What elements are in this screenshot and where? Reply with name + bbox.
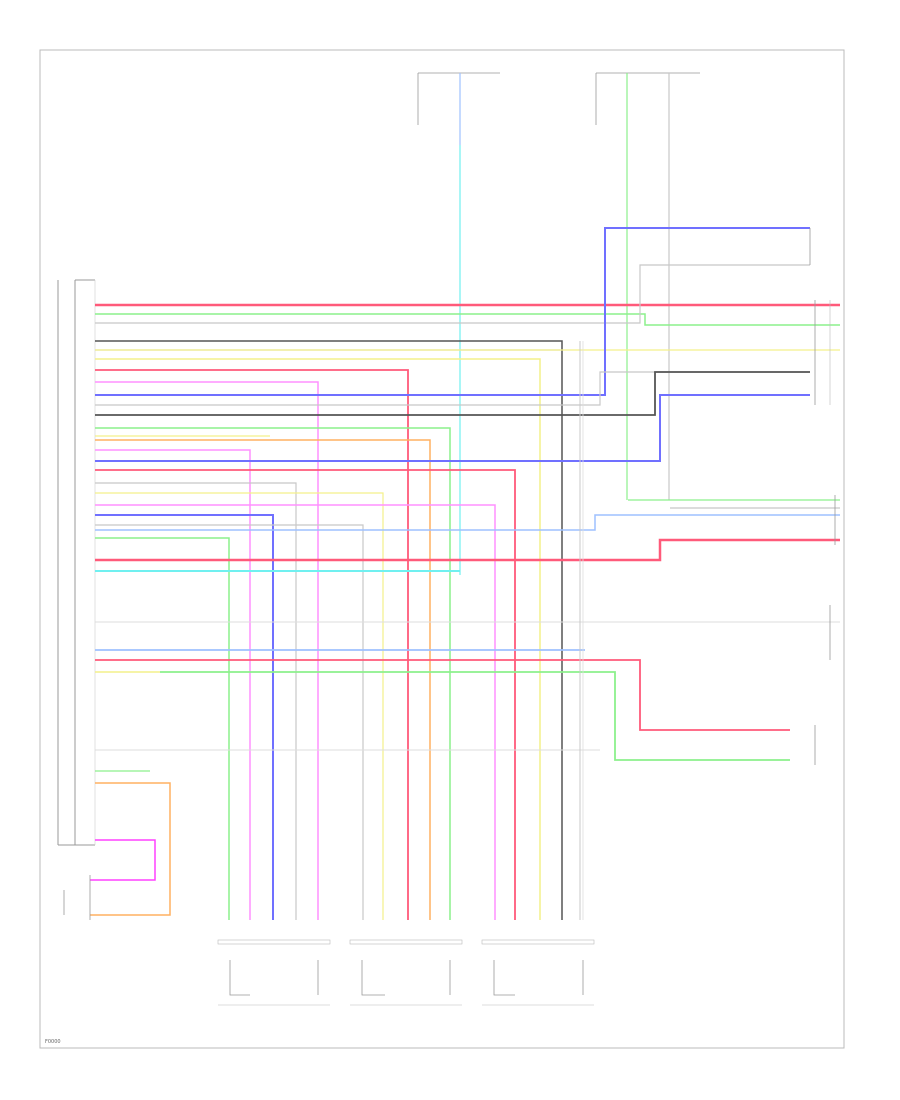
- wire-red-3: [95, 469, 516, 920]
- wire-gray-5: [95, 524, 364, 920]
- harness-wires: [90, 227, 840, 920]
- wire-green-2: [95, 427, 451, 920]
- wire-pink-2: [95, 449, 251, 920]
- wire-orange-2: [90, 782, 171, 916]
- left-sensor: [63, 875, 91, 920]
- wire-green-5: [160, 671, 790, 761]
- ac-amplifier-connector: [57, 279, 96, 846]
- wire-orange-1: [95, 439, 431, 920]
- wire-blue-1: [95, 227, 810, 396]
- wire-lightblue-1: [95, 514, 840, 531]
- wire-red-2: [95, 369, 409, 920]
- right-components: [809, 228, 836, 765]
- wire-dark-1: [95, 340, 563, 920]
- wire-green-3: [95, 537, 230, 920]
- wire-dark-2: [95, 371, 810, 416]
- wire-pink-1: [95, 381, 319, 920]
- wire-red-5: [95, 659, 790, 731]
- wire-blue-3: [95, 514, 274, 920]
- servo-connectors: [217, 939, 595, 1006]
- figure-id: F0000: [45, 1039, 61, 1045]
- fuse-area: [417, 72, 700, 575]
- wire-gray-3: [95, 371, 810, 406]
- wire-green-1: [95, 313, 840, 326]
- wire-red-4: [95, 538, 840, 562]
- wire-gray-1: [95, 264, 810, 324]
- wire-gray-4: [95, 482, 297, 920]
- wire-pink-4: [90, 839, 156, 881]
- wire-yellow-1: [95, 358, 541, 920]
- wire-pink-3: [95, 504, 496, 920]
- wire-yellow-4: [95, 492, 384, 920]
- diagram-border: [39, 49, 845, 1049]
- wire-blue-2: [95, 394, 810, 462]
